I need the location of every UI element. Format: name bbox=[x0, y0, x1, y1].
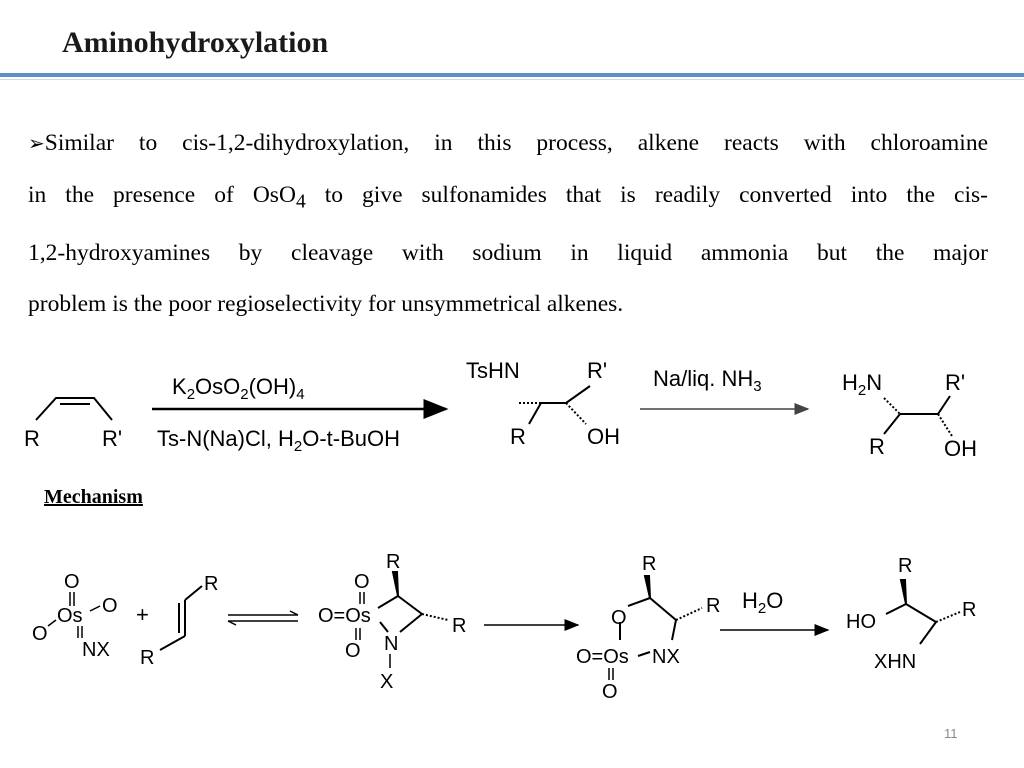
int2-r-top: R bbox=[642, 553, 656, 575]
os1-o-top: O bbox=[64, 571, 80, 593]
step2-reagent: Na/liq. NH3 bbox=[653, 366, 762, 395]
product1-r-prime-label: R' bbox=[587, 358, 607, 383]
int2-o: O bbox=[611, 607, 627, 629]
prod-r-top: R bbox=[898, 555, 912, 577]
product1-oh-label: OH bbox=[587, 424, 620, 449]
plus-sign: + bbox=[136, 602, 149, 627]
alk-r-top: R bbox=[204, 573, 218, 595]
paragraph-line-2: in the presence of OsO4 to give sulfonam… bbox=[28, 182, 988, 213]
body-paragraph: ➢Similar to cis-1,2-dihydroxylation, in … bbox=[28, 118, 988, 330]
bullet-arrow-icon: ➢ bbox=[28, 133, 45, 155]
int1-r-top: R bbox=[386, 551, 400, 573]
alkene-structure bbox=[35, 397, 113, 421]
os1-bond-right bbox=[89, 605, 101, 612]
int1-os: O=Os bbox=[318, 605, 371, 627]
mechanism-heading: Mechanism bbox=[44, 486, 143, 508]
title-underline-shadow bbox=[0, 79, 1024, 80]
int1-x: X bbox=[380, 671, 393, 693]
os1-o-right: O bbox=[102, 595, 118, 617]
alk-r-bottom: R bbox=[140, 647, 154, 669]
alkene-r-prime-label: R' bbox=[102, 426, 122, 451]
page-number: 11 bbox=[944, 726, 958, 741]
int1-r-right: R bbox=[452, 615, 466, 637]
title-underline bbox=[0, 73, 1024, 77]
int2-ring-bonds bbox=[619, 575, 703, 657]
int1-o-top: O bbox=[354, 571, 370, 593]
os1-nx: NX bbox=[82, 639, 110, 661]
paragraph-line-4: problem is the poor regioselectivity for… bbox=[28, 290, 624, 317]
int1-ring-bonds bbox=[377, 571, 449, 633]
reagent-top: K2OsO2(OH)4 bbox=[172, 374, 305, 403]
os1-bond-left bbox=[47, 619, 57, 627]
int1-n: N bbox=[384, 633, 398, 655]
prod-r-right: R bbox=[962, 599, 976, 621]
prod-xhn: XHN bbox=[874, 651, 916, 673]
int2-nx: NX bbox=[652, 646, 680, 668]
alkene-r-label: R bbox=[24, 426, 40, 451]
product1-tshn-label: TsHN bbox=[466, 358, 520, 383]
product2-skeleton bbox=[883, 395, 953, 437]
prod-ho: HO bbox=[846, 611, 876, 633]
int1-o-bottom: O bbox=[345, 640, 361, 662]
product1-skeleton bbox=[519, 385, 591, 425]
product2-r-prime-label: R' bbox=[945, 370, 965, 395]
prod-bonds bbox=[885, 579, 961, 645]
paragraph-line-1: ➢Similar to cis-1,2-dihydroxylation, in … bbox=[28, 130, 988, 156]
paragraph-line-3: 1,2-hydroxyamines by cleavage with sodiu… bbox=[28, 239, 988, 266]
product2-oh-label: OH bbox=[944, 436, 977, 461]
int2-o-bottom: O bbox=[602, 681, 618, 703]
reagent-bottom: Ts-N(Na)Cl, H2O-t-BuOH bbox=[157, 426, 400, 455]
h2o-label: H2O bbox=[742, 588, 783, 617]
product2-r-label: R bbox=[869, 434, 885, 459]
product2-h2n-label: H2N bbox=[842, 370, 882, 399]
mech-alkene-bonds bbox=[159, 585, 203, 651]
equilibrium-arrows bbox=[227, 610, 299, 626]
int2-os: O=Os bbox=[576, 646, 629, 668]
os1-o-left: O bbox=[32, 623, 48, 645]
slide-title: Aminohydroxylation bbox=[62, 26, 329, 59]
int2-r-right: R bbox=[706, 595, 720, 617]
product1-r-label: R bbox=[510, 424, 526, 449]
os1-os-label: Os bbox=[57, 605, 83, 627]
